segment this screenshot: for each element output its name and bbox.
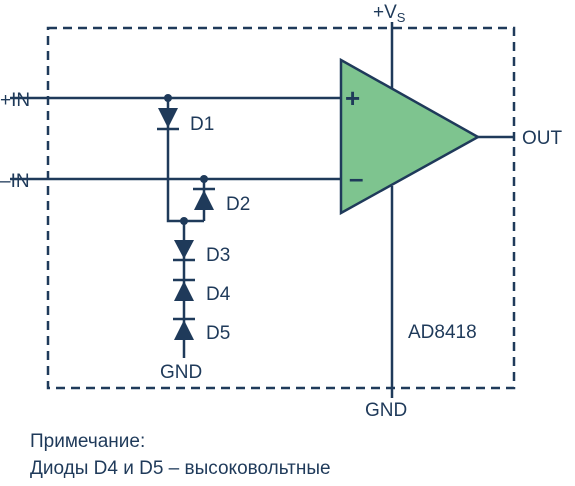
out-label: OUT [522,128,563,149]
package-outline [46,26,516,390]
amp-minus-sign: – [349,163,363,193]
d1-branch-wire [166,98,204,223]
diode-d1 [157,108,179,131]
amplifier-symbol [339,57,481,216]
diode-d2 [193,187,215,210]
d1-label: D1 [190,114,214,135]
gnd-diodes-label: GND [160,362,202,383]
vs-label: +VS [373,2,406,25]
d5-label: D5 [206,323,230,344]
gnd-label: GND [365,400,407,421]
note-title: Примечание: [30,431,146,452]
d2-label: D2 [226,194,250,215]
diode-d3 [173,240,195,262]
diode-d5 [173,317,195,340]
diode-d4 [173,278,195,301]
note-text: Диоды D4 и D5 – высоковольтные [30,458,331,479]
in-minus-label: –IN [0,171,30,192]
device-label: AD8418 [408,322,477,343]
in-plus-label: +IN [0,90,30,111]
d4-label: D4 [206,284,231,305]
amp-plus-sign: + [345,83,360,113]
d3-label: D3 [206,245,230,266]
